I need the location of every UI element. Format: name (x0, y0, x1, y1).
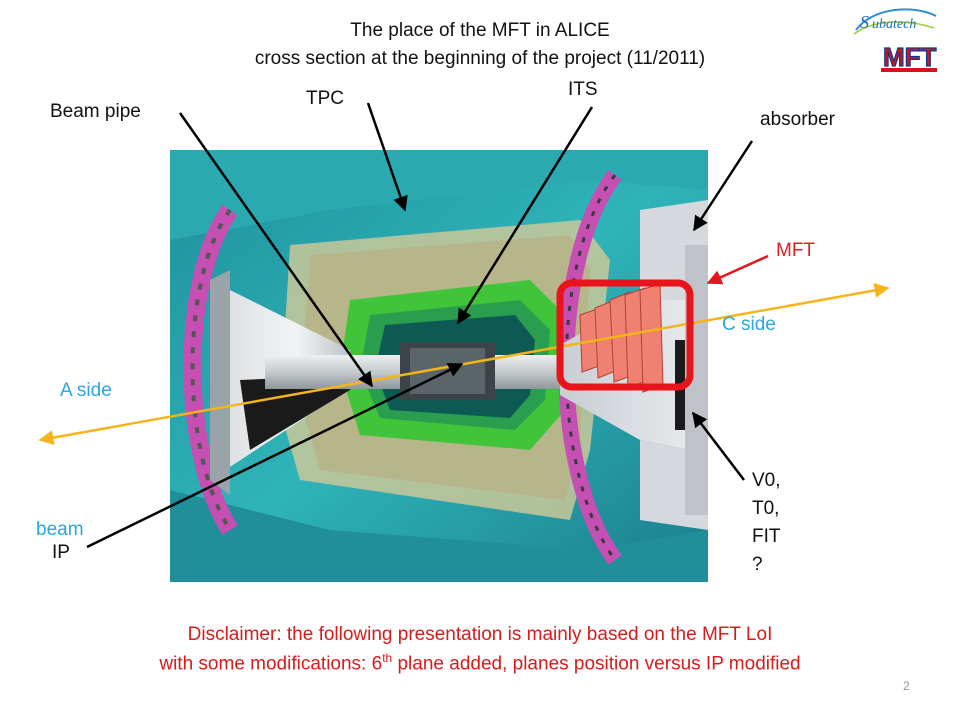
label-beam-pipe: Beam pipe (50, 101, 141, 122)
arrow-mft (706, 254, 769, 285)
disclaimer-line-1: Disclaimer: the following presentation i… (187, 624, 773, 645)
label-ip: IP (52, 542, 70, 563)
label-tpc: TPC (306, 88, 344, 109)
label-its: ITS (568, 79, 598, 100)
label-v0-t0-fit: V0, T0, FIT ? (752, 467, 781, 579)
svg-text:MFT: MFT (883, 42, 937, 72)
label-t0: T0, (752, 498, 780, 519)
page-number: 2 (903, 679, 910, 693)
label-v0: V0, (752, 470, 781, 491)
disclaimer-line-2-post: plane added, planes position versus IP m… (392, 653, 801, 675)
mft-logo: MFT (880, 40, 940, 74)
slide-subtitle: cross section at the beginning of the pr… (254, 48, 706, 69)
disclaimer-superscript: th (382, 651, 393, 665)
slide-title: The place of the MFT in ALICE (350, 20, 610, 41)
alice-detector-cross-section (170, 150, 708, 582)
label-absorber: absorber (760, 109, 835, 130)
label-c-side: C side (722, 314, 776, 335)
label-beam: beam (36, 519, 84, 540)
label-fit: FIT (752, 526, 781, 547)
label-question: ? (752, 554, 763, 575)
disclaimer-line-2: with some modifications: 6th plane added… (0, 651, 960, 675)
disclaimer-line-2-pre: with some modifications: 6 (159, 653, 383, 675)
label-mft: MFT (776, 240, 816, 261)
subatech-logo: S ubatech (852, 4, 938, 38)
label-a-side: A side (60, 380, 112, 401)
svg-text:S: S (860, 12, 869, 32)
svg-text:ubatech: ubatech (872, 17, 916, 32)
